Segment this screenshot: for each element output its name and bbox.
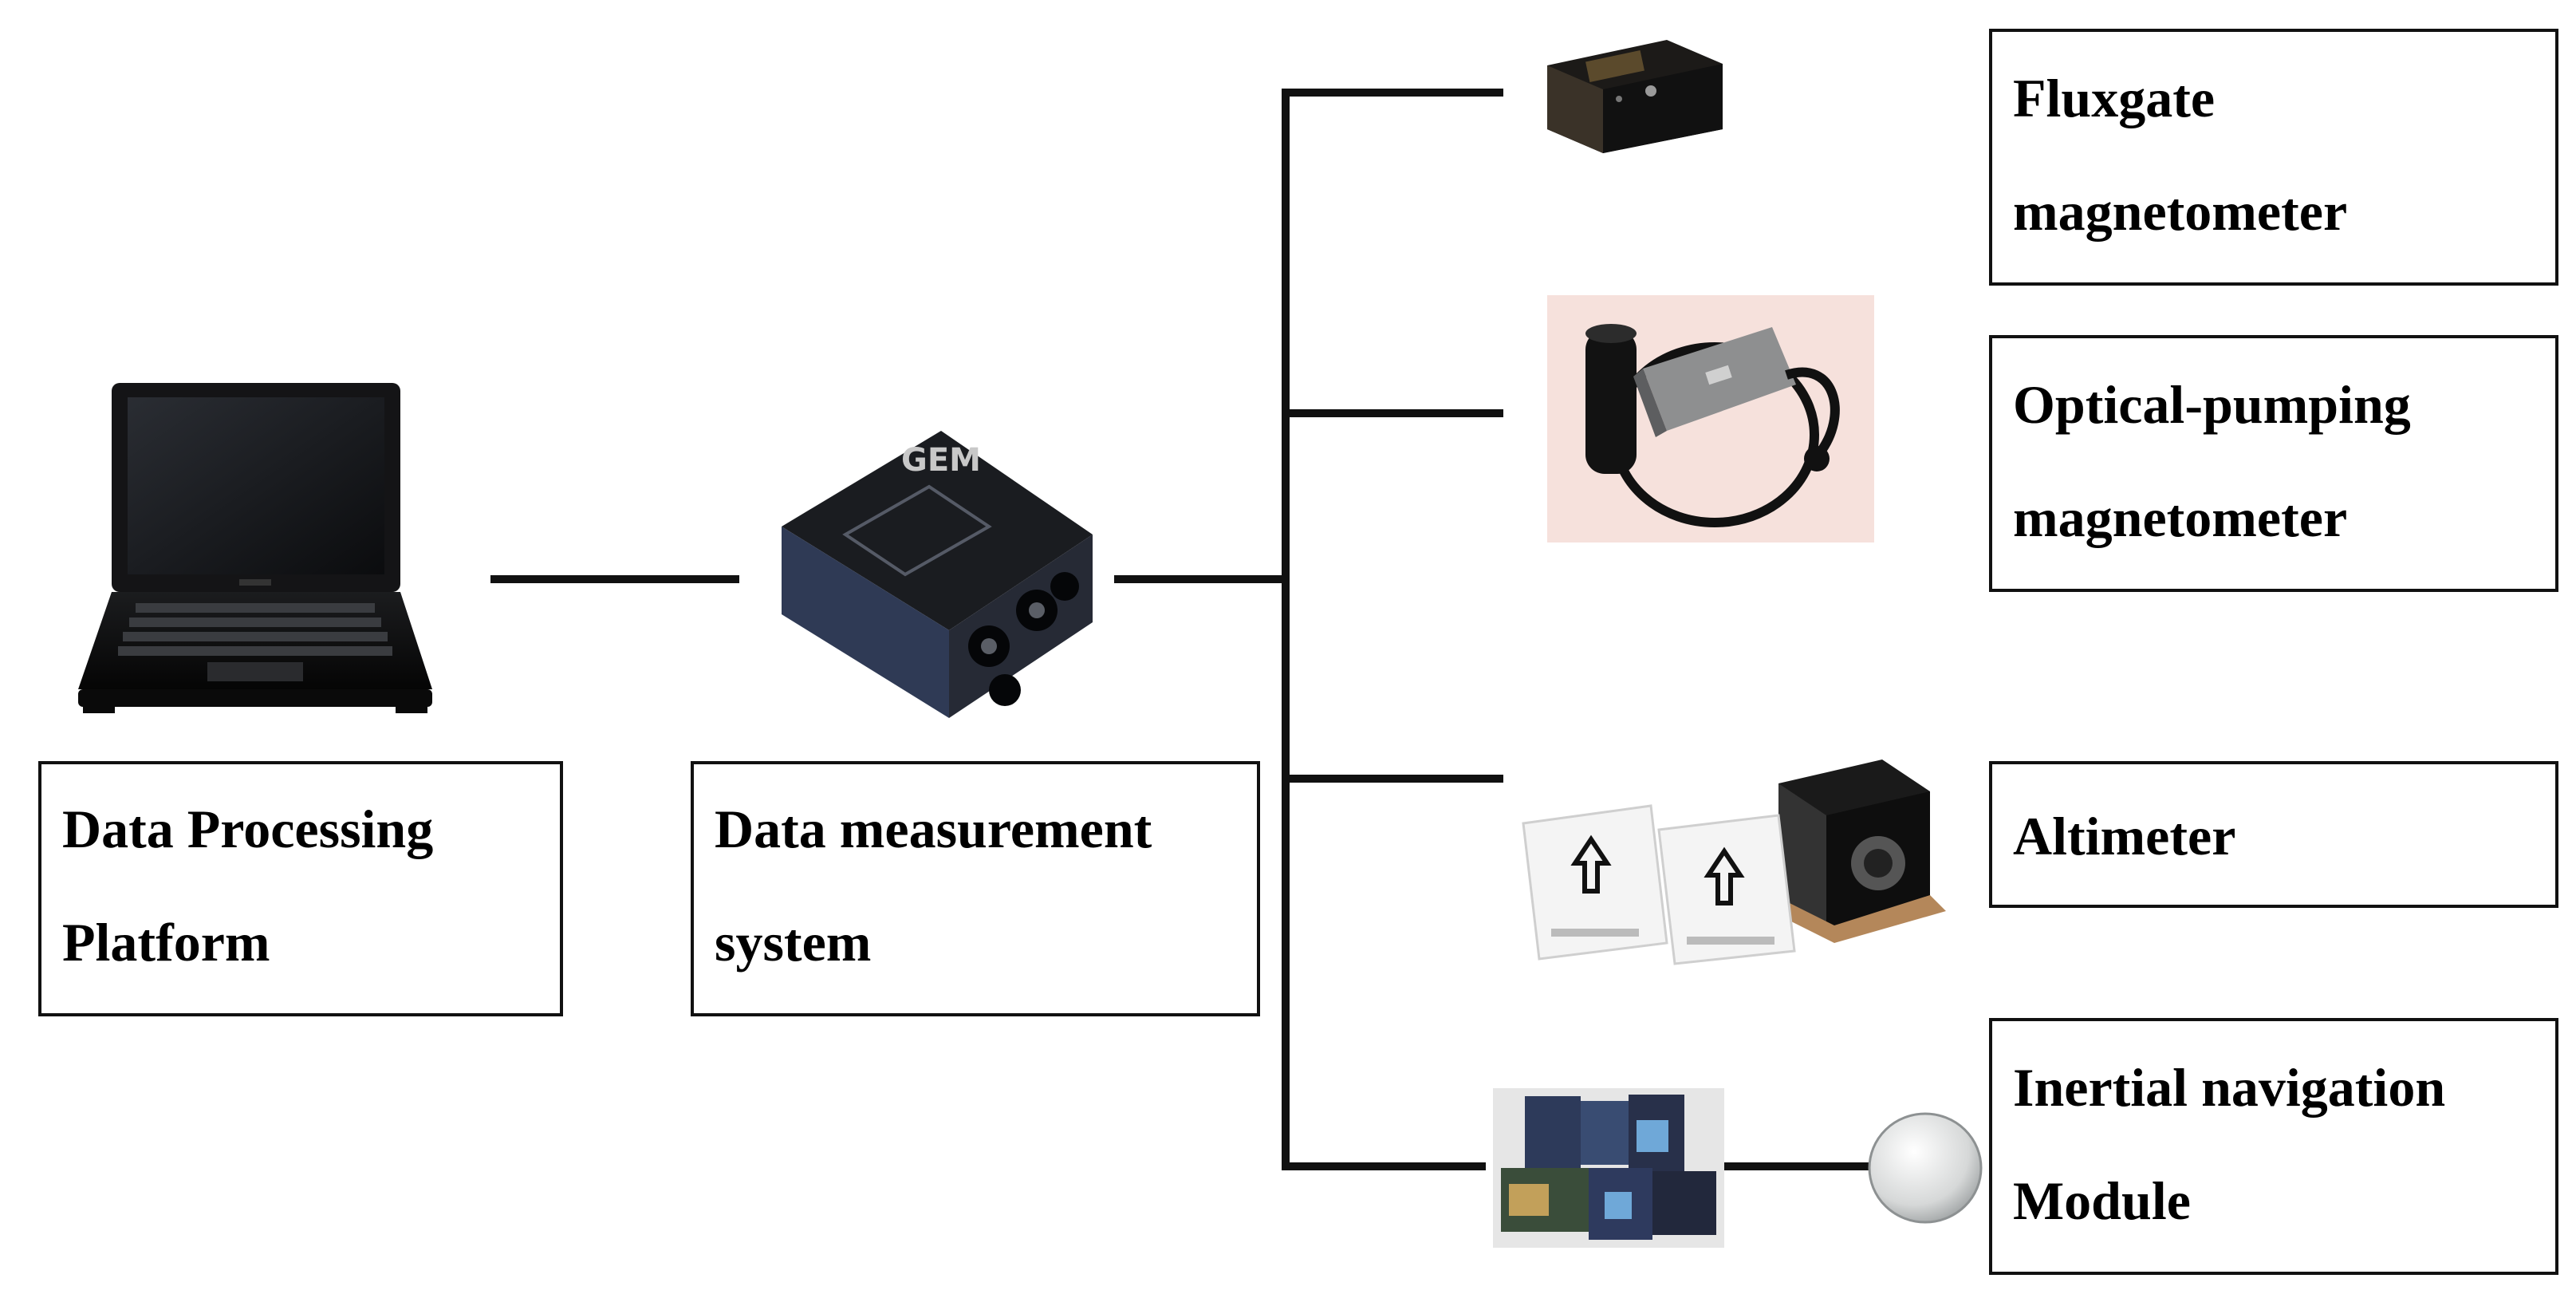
label-line: Module	[2013, 1170, 2191, 1231]
label-line: magnetometer	[2013, 487, 2348, 548]
gps-antenna-icon	[1868, 1112, 1983, 1224]
label-line: system	[715, 912, 872, 973]
box-optical-pumping-magnetometer: Optical-pumping magnetometer	[1989, 335, 2558, 592]
label-line: Data measurement	[715, 799, 1152, 859]
label-line: magnetometer	[2013, 181, 2348, 242]
optical-pumping-sensor-icon	[1547, 295, 1874, 542]
label-line: Optical-pumping	[2013, 374, 2411, 435]
box-altimeter: Altimeter	[1989, 761, 2558, 908]
laptop-icon	[78, 383, 432, 713]
box-data-processing-platform: Data Processing Platform	[38, 761, 563, 1016]
box-data-measurement-system: Data measurement system	[691, 761, 1260, 1016]
label-line: Inertial navigation	[2013, 1057, 2446, 1118]
box-inertial-navigation-module: Inertial navigation Module	[1989, 1018, 2558, 1275]
label-line: Fluxgate	[2013, 68, 2216, 128]
label-line: Platform	[62, 912, 270, 973]
inertial-module-icon	[1493, 1088, 1724, 1248]
fluxgate-sensor-icon	[1547, 40, 1723, 153]
device-brand: GEM	[901, 442, 981, 479]
altimeter-sensor-icon	[1522, 760, 1946, 965]
measurement-unit-icon: GEM	[782, 431, 1093, 718]
label-line: Altimeter	[2013, 806, 2236, 866]
label-line: Data Processing	[62, 799, 434, 859]
box-fluxgate-magnetometer: Fluxgate magnetometer	[1989, 29, 2558, 286]
